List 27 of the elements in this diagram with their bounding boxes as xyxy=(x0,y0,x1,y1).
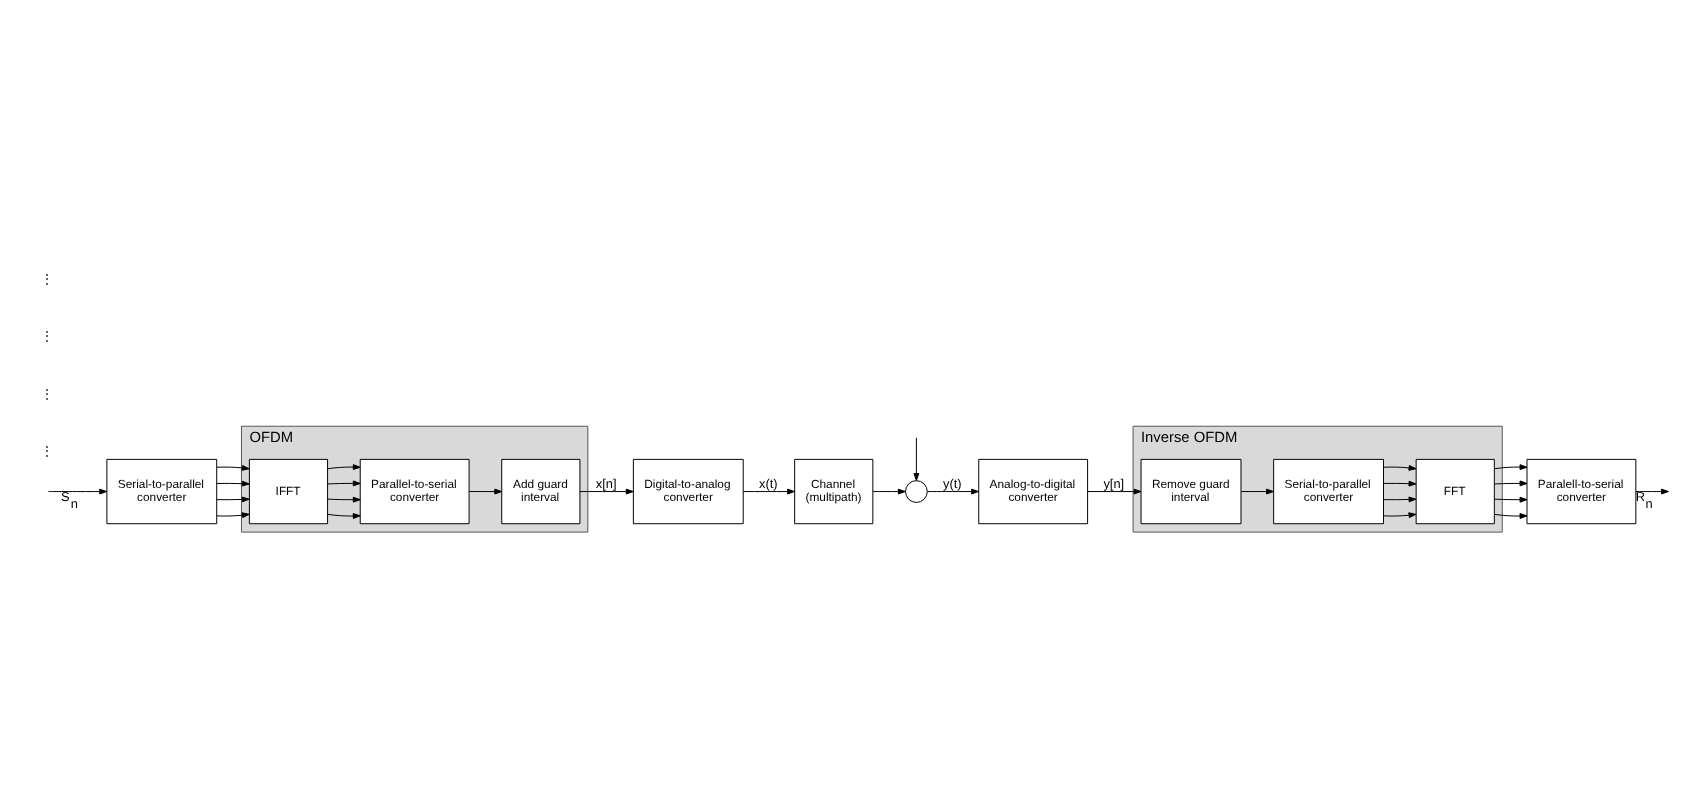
arrow xyxy=(1494,496,1528,503)
arrow xyxy=(1494,513,1528,519)
arrow xyxy=(1240,488,1274,495)
arrow xyxy=(1383,465,1417,471)
arrow xyxy=(1087,488,1142,495)
arrow xyxy=(327,480,361,487)
arrow xyxy=(927,488,979,495)
arrow xyxy=(1494,480,1528,487)
arrow xyxy=(468,488,503,495)
node-circle xyxy=(905,480,928,503)
arrow xyxy=(1383,480,1417,487)
arrow xyxy=(1383,496,1417,503)
arrow xyxy=(913,437,920,481)
arrow xyxy=(327,513,361,519)
arrow xyxy=(216,512,250,519)
arrow xyxy=(48,488,108,495)
arrow xyxy=(216,480,250,487)
arrow xyxy=(1494,464,1528,470)
arrow xyxy=(743,488,795,495)
arrow xyxy=(1635,488,1669,495)
arrow xyxy=(579,488,634,495)
arrow xyxy=(327,464,361,470)
arrow xyxy=(216,496,250,503)
arrow xyxy=(216,465,250,471)
arrow xyxy=(327,496,361,503)
arrow xyxy=(872,488,906,495)
arrow xyxy=(1383,512,1417,519)
